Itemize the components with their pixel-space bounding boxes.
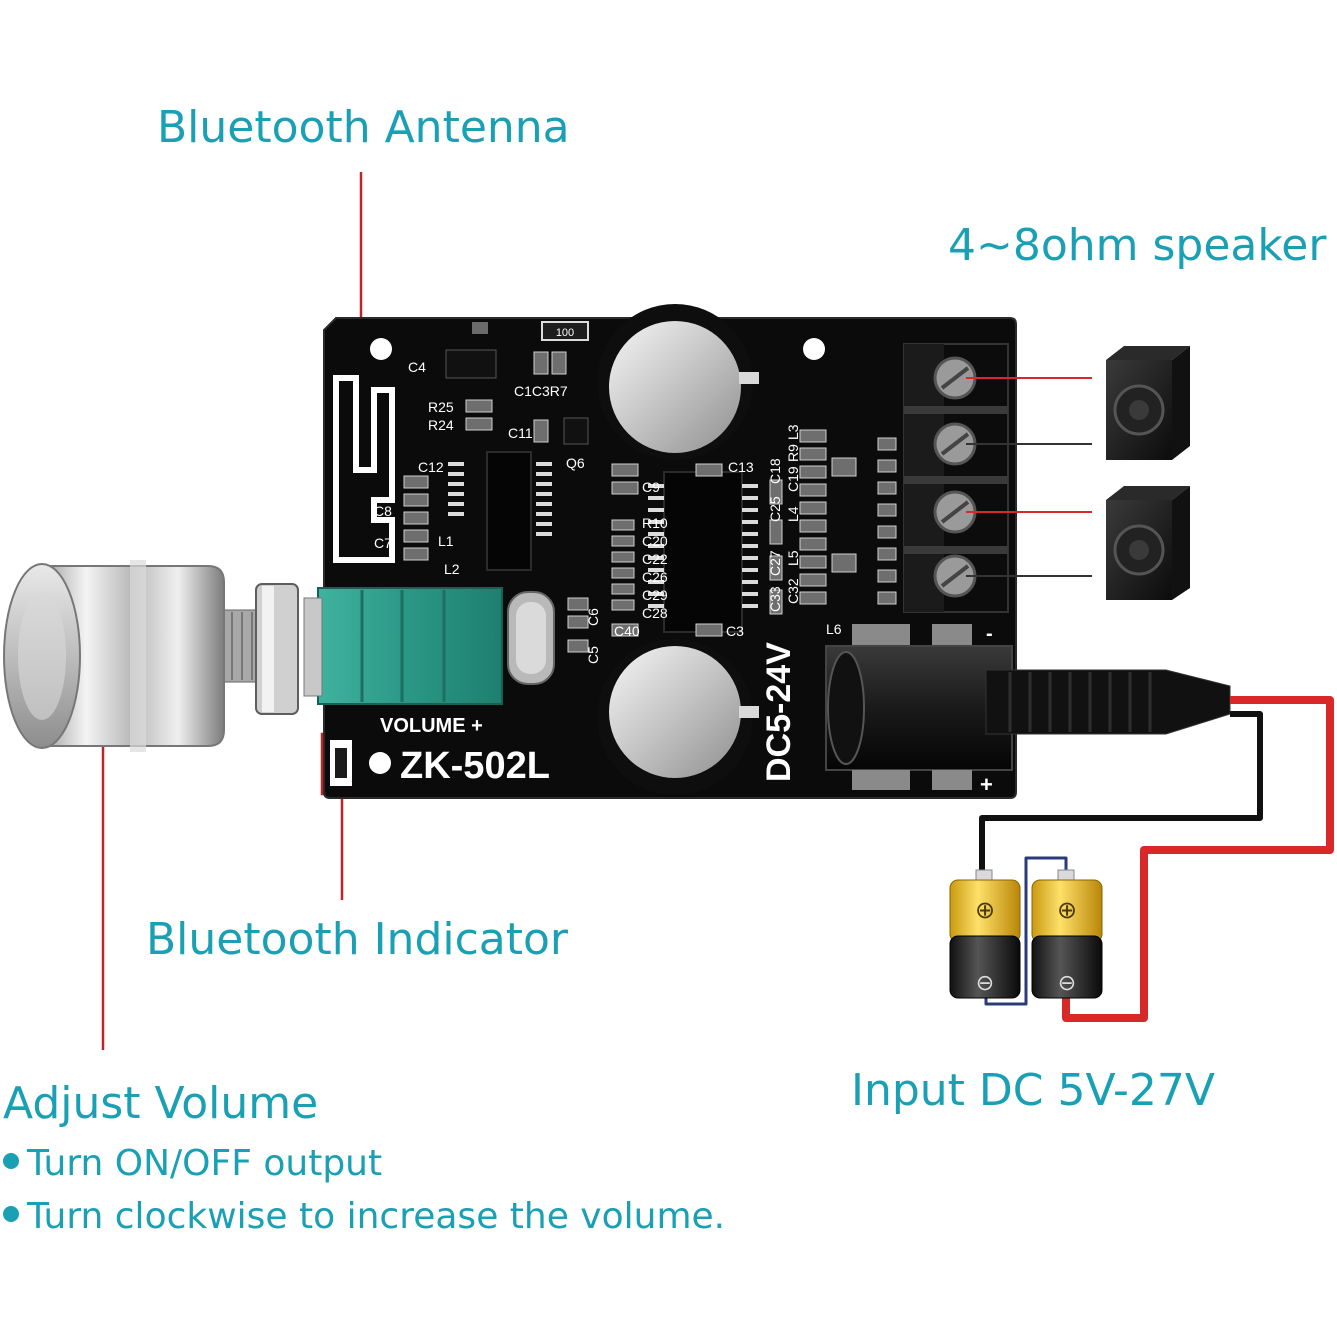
silk-l6: L6: [826, 621, 842, 637]
silk-c33: C33: [767, 586, 783, 612]
silk-c5: C5: [585, 646, 601, 664]
speaker-wires: [966, 377, 1092, 577]
plus-mark: +: [980, 772, 993, 797]
speaker-icon: [1106, 486, 1190, 600]
silk-c3: C3: [726, 623, 744, 639]
battery-icon: ⊕ ⊖: [1031, 869, 1103, 999]
silk-c7: C7: [374, 535, 392, 551]
silk-c4: C4: [408, 359, 426, 375]
capacitor-top: [597, 304, 759, 460]
battery-icon: ⊕ ⊖: [949, 869, 1021, 999]
volume-potentiometer: [213, 583, 503, 715]
label-input-dc: Input DC 5V-27V: [851, 1065, 1215, 1116]
battery-plus-symbol: ⊕: [1057, 897, 1077, 924]
silk-c20: C20: [642, 533, 668, 549]
silk-c11: C11: [508, 425, 533, 441]
label-adjust-volume: Adjust Volume: [3, 1078, 319, 1129]
silk-l5: L5: [785, 550, 801, 566]
silk-c22: C22: [642, 551, 668, 567]
silk-c8: C8: [374, 503, 392, 519]
silk-labels: C4 C1C3R7 R25 R24 C11 Q6 C12 C8 C7 L1 L2…: [374, 359, 842, 664]
label-speaker: 4~8ohm speaker: [948, 220, 1327, 271]
silk-c25: C25: [767, 496, 783, 522]
bullet-text: Turn clockwise to increase the volume.: [27, 1196, 726, 1237]
silk-c13: C13: [728, 459, 754, 475]
antenna-trace-icon: [333, 375, 395, 563]
bullet-text: Turn ON/OFF output: [27, 1143, 383, 1184]
silk-c26: C26: [642, 569, 668, 585]
regulator-chip: [445, 349, 497, 379]
silk-c1c3r7: C1C3R7: [514, 383, 568, 399]
battery-minus-symbol: ⊖: [976, 970, 994, 995]
mount-hole: [370, 338, 392, 360]
silk-c40: C40: [614, 623, 640, 639]
minus-mark: -: [986, 623, 993, 645]
silk-c18: C18: [767, 458, 783, 484]
silk-r10: R10: [642, 515, 668, 531]
speaker-icon: [1106, 346, 1190, 460]
bullet-item: Turn clockwise to increase the volume.: [3, 1199, 725, 1235]
silk-q6: Q6: [566, 455, 585, 471]
silk-l1: L1: [438, 533, 454, 549]
power-wires: [979, 696, 1334, 1022]
silk-c19: C19: [785, 466, 801, 492]
silk-c29: C29: [642, 587, 668, 603]
resistor-100: [541, 321, 589, 341]
silk-l4: L4: [785, 506, 801, 522]
silk-c6: C6: [585, 608, 601, 626]
silk-r24: R24: [428, 417, 454, 433]
silk-c32: C32: [785, 578, 801, 604]
silk-l2: L2: [444, 561, 460, 577]
silk-l3: L3: [785, 424, 801, 440]
label-bluetooth-indicator: Bluetooth Indicator: [146, 914, 569, 965]
mount-hole: [803, 338, 825, 360]
battery-minus-symbol: ⊖: [1058, 970, 1076, 995]
silk-c28: C28: [642, 605, 668, 621]
silk-c27: C27: [767, 550, 783, 576]
mount-hole: [369, 752, 391, 774]
speaker-terminal-block: [903, 343, 1009, 613]
bullet-dot-icon: [3, 1206, 19, 1222]
silk-c12: C12: [418, 459, 444, 475]
dc-power-jack: [825, 624, 1013, 790]
capacitor-bottom: [597, 639, 759, 795]
silk-c9: C9: [642, 479, 660, 495]
terminal-screw: [933, 422, 977, 466]
label-bluetooth-antenna: Bluetooth Antenna: [157, 102, 570, 153]
board-model: ZK-502L: [400, 745, 550, 787]
amplifier-chip: [663, 471, 743, 633]
bluetooth-chip: [486, 451, 532, 571]
silk-r9: R9: [785, 444, 801, 462]
battery-plus-symbol: ⊕: [975, 897, 995, 924]
voltage-mark: DC5-24V: [760, 642, 798, 782]
resistor-code: 100: [556, 327, 574, 339]
silk-r25: R25: [428, 399, 454, 415]
dc-plug: [985, 669, 1231, 735]
bullet-item: Turn ON/OFF output: [3, 1146, 382, 1182]
volume-mark: VOLUME +: [380, 715, 483, 737]
knob-icon[interactable]: [3, 560, 225, 752]
bullet-dot-icon: [3, 1153, 19, 1169]
